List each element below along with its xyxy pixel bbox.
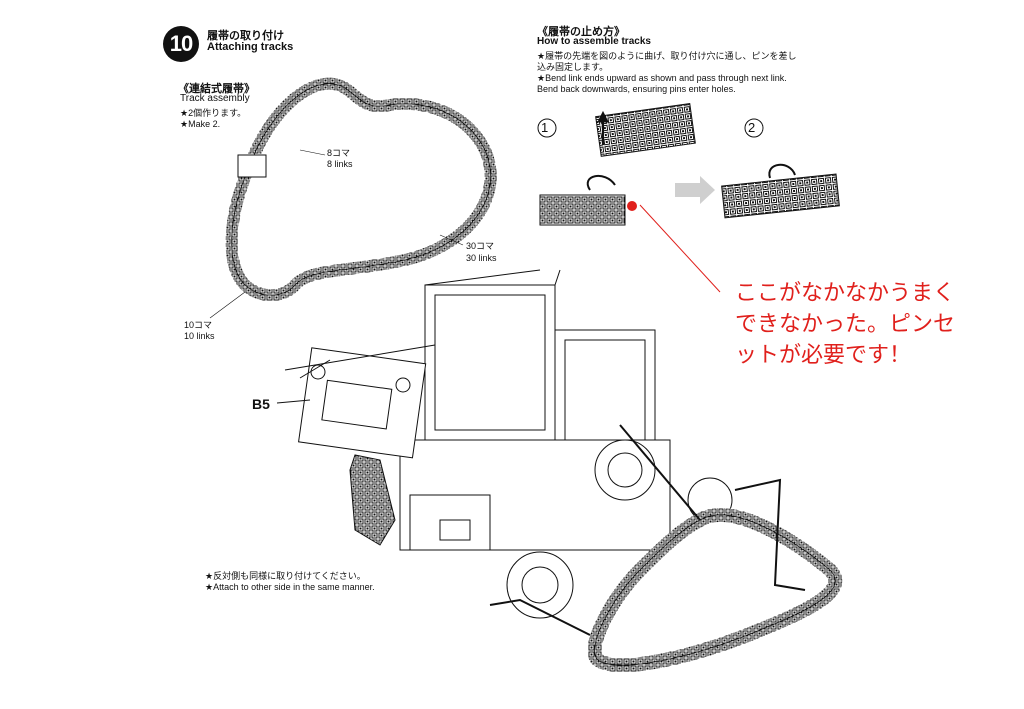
- handwritten-annotation: ここがなかなかうまくできなかった。ピンセットが必要です！: [735, 281, 956, 368]
- right-track-illustration: [489, 424, 843, 673]
- chassis-illustration: [276, 269, 733, 619]
- track-assembly-heading-en: Track assembly: [180, 93, 250, 104]
- bottom-note-en: ★Attach to other side in the same manner…: [205, 582, 375, 592]
- how-to-heading-jp: 《履帯の止め方》: [537, 26, 625, 38]
- step-title-en: Attaching tracks: [207, 41, 294, 53]
- step-arrow: [675, 176, 715, 204]
- how-to-heading-en: How to assemble tracks: [537, 36, 651, 47]
- track-loop-illustration: [209, 77, 497, 319]
- label-30-links-en: 30 links: [466, 253, 497, 263]
- how-to-note-en: ★Bend link ends upward as shown and pass…: [537, 73, 787, 94]
- step-title-jp: 履帯の取り付け: [207, 30, 284, 42]
- track-assembly-note-jp: ★2個作ります。: [180, 108, 247, 118]
- label-10-links-jp: 10コマ: [184, 320, 213, 330]
- how-to-step1-illustration: [537, 102, 721, 293]
- bottom-note-jp: ★反対側も同様に取り付けてください。: [205, 571, 366, 581]
- how-to-note-jp: ★履帯の先端を図のように曲げ、取り付け穴に通し、ピンを差し込み固定します。: [537, 51, 797, 72]
- label-8-links-en: 8 links: [327, 159, 353, 169]
- step-number-badge: 10: [163, 26, 199, 62]
- track-assembly-note-en: ★Make 2.: [180, 119, 221, 129]
- label-8-links-jp: 8コマ: [327, 148, 351, 158]
- label-30-links-jp: 30コマ: [466, 241, 495, 251]
- how-to-step-1: 1: [541, 120, 549, 135]
- track-assembly-heading-jp: 《連結式履帯》: [178, 83, 255, 95]
- how-to-step-2: 2: [748, 120, 756, 135]
- label-10-links-en: 10 links: [184, 331, 215, 341]
- how-to-step2-illustration: [721, 118, 840, 219]
- part-label-b5: B5: [252, 396, 270, 412]
